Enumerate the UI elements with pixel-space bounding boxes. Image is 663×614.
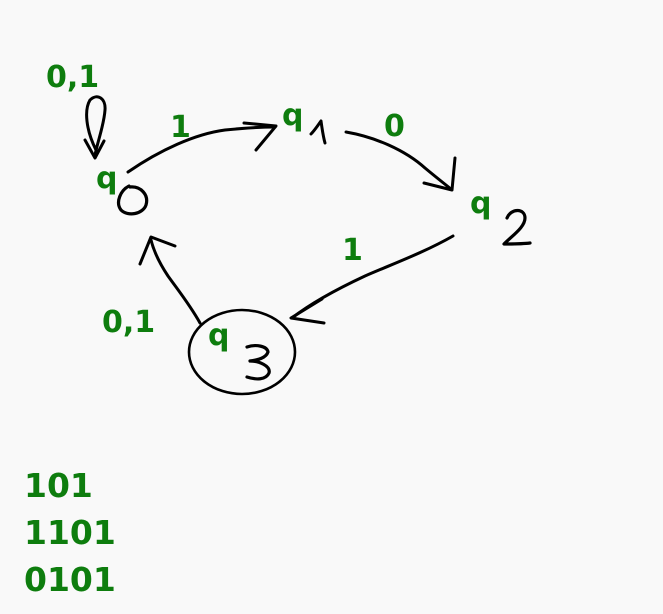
q0-q1-label: 1 [170,110,191,145]
q0-q1-line [126,125,277,174]
transition-q0-q1: 1 [126,110,278,174]
state-q2: q [470,186,532,246]
self-loop-line [85,95,107,157]
state-q0: q [96,161,149,216]
q2-q3-arrowhead [289,297,326,325]
state-q0-subscript [116,184,149,216]
q2-q3-line [290,234,455,320]
self-loop-arrowhead [83,138,106,160]
q1-q2-label: 0 [384,109,405,144]
q1-q2-line [344,130,453,191]
state-q1: q [282,98,327,145]
state-q1-letter: q [282,98,303,133]
state-q2-subscript [502,208,532,246]
transition-q2-q3: 1 [289,233,455,325]
state-q1-subscript [309,119,327,145]
q2-q3-label: 1 [342,233,363,268]
state-q3-subscript [245,344,271,381]
q3-q0-arrowhead [138,235,177,266]
state-q3: q [187,308,297,396]
example-string: 101 [24,466,93,505]
q3-q0-label: 0,1 [102,305,155,340]
accepting-state-circle [187,308,297,396]
transition-q0-self-loop: 0,1 [46,60,107,160]
state-q2-letter: q [470,186,491,221]
state-q0-letter: q [96,161,117,196]
q0-q1-arrowhead [242,121,278,152]
transition-q1-q2: 0 [344,109,457,192]
q1-q2-arrowhead [422,156,457,192]
example-string: 1101 [24,513,116,552]
example-strings-list: 101 1101 0101 [24,462,116,603]
self-loop-label: 0,1 [46,60,99,95]
state-q3-letter: q [208,318,229,353]
transition-q3-q0: 0,1 [102,235,202,340]
example-string: 0101 [24,560,116,599]
q3-q0-line [149,238,202,325]
